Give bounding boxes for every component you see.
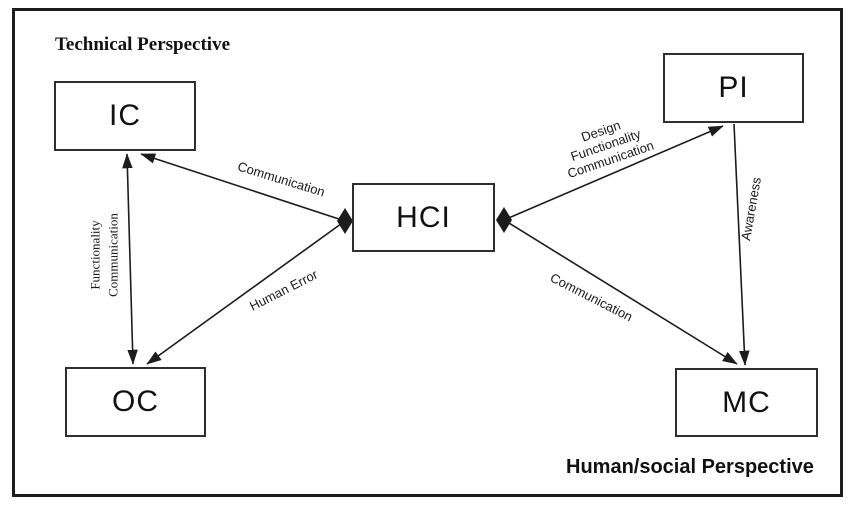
diamond-arrowhead-right bbox=[496, 207, 512, 233]
node-box-hci: HCI bbox=[352, 183, 495, 252]
technical-perspective-label: Technical Perspective bbox=[55, 34, 231, 55]
node-box-oc: OC bbox=[65, 367, 206, 437]
edge-line-hci-pi bbox=[503, 125, 724, 221]
edge-line-pi-mc bbox=[733, 123, 750, 366]
node-label-mc: MC bbox=[722, 385, 771, 419]
edge-line-hci-mc bbox=[503, 219, 738, 365]
node-box-mc: MC bbox=[675, 368, 818, 437]
node-box-pi: PI bbox=[663, 53, 804, 123]
node-label-ic: IC bbox=[109, 99, 141, 132]
diamond-arrowhead-left bbox=[337, 208, 353, 234]
edge-line-oc-hci bbox=[146, 220, 346, 365]
node-label-pi: PI bbox=[718, 71, 749, 104]
edge-line-ic-oc bbox=[122, 153, 138, 365]
diagram-border bbox=[12, 8, 843, 497]
edge-label-ic-oc: Functionality Communication bbox=[87, 213, 120, 297]
node-label-oc: OC bbox=[112, 385, 159, 418]
node-box-ic: IC bbox=[54, 81, 196, 151]
edge-line-ic-hci bbox=[140, 153, 346, 222]
human-social-perspective-label: Human/social Perspective bbox=[566, 456, 814, 478]
node-label-hci: HCI bbox=[396, 200, 451, 234]
